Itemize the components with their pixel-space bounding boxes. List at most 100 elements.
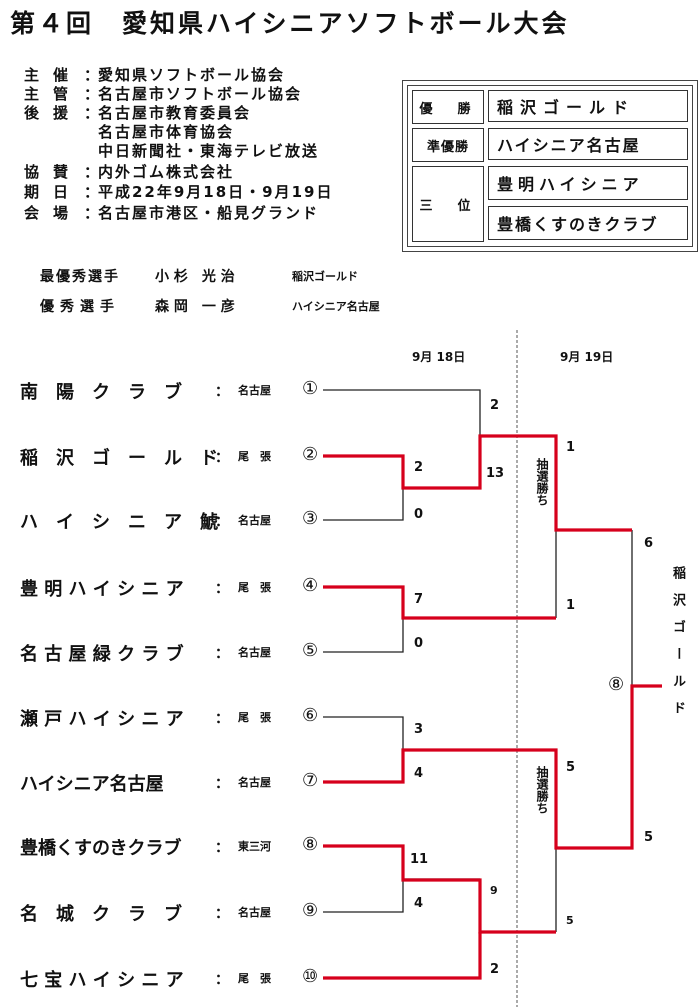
line-team1 [323,389,481,436]
info-key: 主管 [24,85,83,103]
info-row: 期日：平成22年9月18日・9月19日 [24,181,334,202]
info-row: 名古屋市体育協会 [24,121,234,142]
info-colon: ： [84,66,102,84]
team-name: 名 古 屋 緑 ク ラ ブ [20,644,184,665]
line-team7 [323,684,662,850]
team-region: 尾 張 [238,450,271,463]
score-sf2-top: 5 [566,760,576,775]
team-colon: ： [215,776,229,792]
runner-name: ハイシニア名古屋 [488,128,688,160]
line-team5 [323,618,404,653]
team-colon: ： [215,581,229,597]
third-label: 三 位 [412,166,484,242]
date-day2: 9月 19日 [560,350,614,364]
third-name-1: 豊明ハイシニア [488,166,688,200]
line-team3 [323,488,404,521]
team-region: 尾 張 [238,711,271,724]
info-row: 中日新聞社・東海テレビ放送 [24,140,319,161]
info-value: 中日新聞社・東海テレビ放送 [98,142,320,160]
score-sf2-bot: 5 [566,914,574,927]
info-key: 主催 [24,66,83,84]
info-row: 会場：名古屋市港区・船見グランド [24,202,319,223]
team-name: 名 城 ク ラ ブ [20,904,182,925]
team-colon: ： [215,384,229,400]
runner-label: 準優勝 [412,128,484,162]
team-region: 名古屋 [238,776,271,789]
team-seed-number: ⑦ [302,770,319,791]
outstanding-team: ハイシニア名古屋 [292,300,380,313]
team-seed-number: ⑤ [302,640,319,661]
info-colon: ： [84,183,102,201]
date-day1: 9月 18日 [412,350,466,364]
team-region: 名古屋 [238,514,271,527]
page-title: 第４回 愛知県ハイシニアソフトボール大会 [10,9,570,38]
info-row: 主管：名古屋市ソフトボール協会 [24,83,302,104]
final-seed-number: ⑧ [608,674,625,695]
info-colon: ： [84,163,102,181]
score-r1g5-bot: 4 [414,896,424,911]
team-name: 七 宝 ハ イ シ ニ ア [20,970,184,991]
info-value: 平成22年9月18日・9月19日 [98,183,334,201]
line-winner-path [323,434,632,532]
score-r2g2-top: 9 [490,884,498,897]
team-region: 名古屋 [238,384,271,397]
score-r1g5-top: 11 [410,852,429,867]
info-value: 名古屋市教育委員会 [98,104,252,122]
team-seed-number: ④ [302,575,319,596]
score-final-bot: 5 [644,830,654,845]
team-colon: ： [215,972,229,988]
info-key: 協賛 [24,163,83,181]
info-value: 内外ゴム株式会社 [98,163,235,181]
info-key: 期日 [24,183,83,201]
team-seed-number: ⑧ [302,834,319,855]
team-seed-number: ⑩ [302,966,319,987]
score-sf1-top: 1 [566,440,576,455]
info-colon: ： [84,104,102,122]
score-sf1-bot: 1 [566,598,576,613]
champion-name: 稲沢ゴールド [488,90,688,122]
outstanding-name: 森 岡 一 彦 [155,299,235,315]
info-value: 名古屋市港区・船見グランド [98,204,320,222]
team-name: 瀬 戸 ハ イ シ ニ ア [20,709,184,730]
team-name: 南 陽 ク ラ ブ [20,382,182,403]
mvp-label: 最優秀選手 [40,269,120,285]
team-seed-number: ⑥ [302,705,319,726]
info-value: 名古屋市ソフトボール協会 [98,85,303,103]
team-seed-number: ③ [302,508,319,529]
mvp-team: 稲沢ゴールド [292,270,358,283]
team-region: 尾 張 [238,581,271,594]
info-key: 会場 [24,204,83,222]
info-colon: ： [84,204,102,222]
line-team10 [323,932,482,980]
info-row: 後援：名古屋市教育委員会 [24,102,251,123]
lottery-note-1: 抽選勝ち [535,458,549,506]
score-r2g1-top: 2 [490,398,500,413]
team-colon: ： [215,711,229,727]
score-r1g4-bot: 4 [414,766,424,781]
results-box: 優 勝 稲沢ゴールド 準優勝 ハイシニア名古屋 三 位 豊明ハイシニア 豊橋くす… [402,80,698,252]
line-team9 [323,880,404,913]
team-name: 豊橋くすのきクラブ [20,838,182,859]
winner-vertical: 稲沢ゴールド [670,566,685,728]
info-row: 協賛：内外ゴム株式会社 [24,161,234,182]
team-seed-number: ⑨ [302,900,319,921]
team-seed-number: ① [302,378,319,399]
info-value: 名古屋市体育協会 [98,123,235,141]
info-value: 愛知県ソフトボール協会 [98,66,286,84]
score-final-top: 6 [644,536,654,551]
team-colon: ： [215,840,229,856]
score-r2g1-bot: 13 [486,466,505,481]
third-name-2: 豊橋くすのきクラブ [488,206,688,240]
team-colon: ： [215,514,229,530]
champion-label: 優 勝 [412,90,484,124]
info-key: 後援 [24,104,83,122]
score-r1g2-top: 2 [414,460,424,475]
score-r1g4-top: 3 [414,722,424,737]
outstanding-label: 優秀選手 [40,299,120,315]
team-name: ハイシニア名古屋 [20,774,164,795]
team-region: 尾 張 [238,972,271,985]
team-name: 豊 明 ハ イ シ ニ ア [20,579,184,600]
team-region: 名古屋 [238,906,271,919]
info-row: 主催：愛知県ソフトボール協会 [24,64,285,85]
